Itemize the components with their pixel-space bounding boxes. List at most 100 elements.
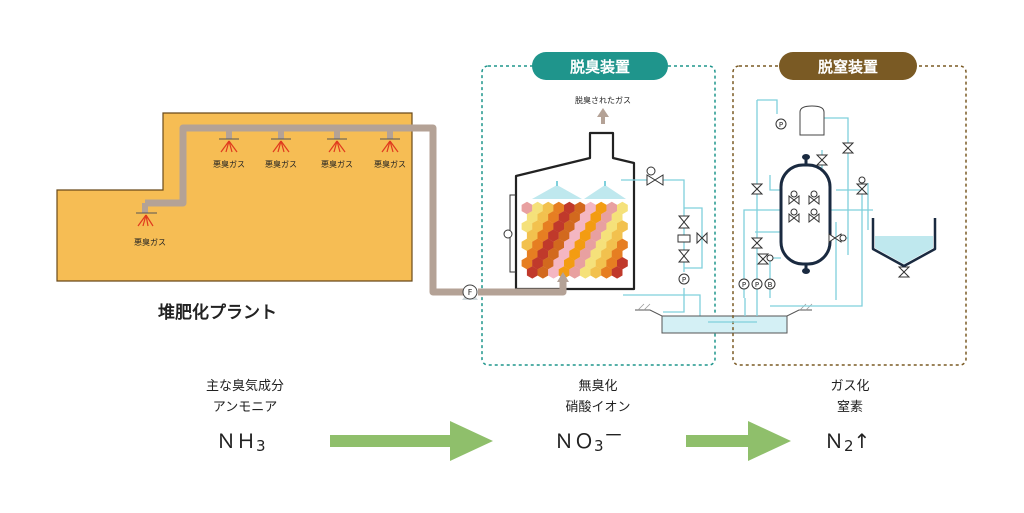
packing-cell [585,257,596,270]
packing-cell [542,257,554,270]
packing-cell [521,257,533,270]
packing-cell [611,247,623,261]
flow-arrow [686,421,791,461]
packing-cell [611,229,623,242]
gas-collection-duct [145,124,465,296]
packing-cell [532,220,543,233]
packing-cell [526,211,538,224]
packing-cell [585,238,596,251]
inlet-duct [478,280,567,296]
packing-cell [532,238,543,251]
packing-cell [590,211,602,224]
gas-label: 悪臭ガス [374,159,406,169]
packing-cell [606,238,618,251]
gas-label: 悪臭ガス [213,159,245,169]
stage-caption-line2: 窒素 [837,399,863,415]
pump: P [751,278,763,290]
packing-cell [601,266,612,279]
packing-cell [590,229,602,242]
packing-cell [548,229,559,242]
stage-caption-line2: 硝酸イオン [565,400,630,415]
composting-plant: 悪臭ガス 悪臭ガス 悪臭ガス 悪臭ガス 悪臭ガス 堆肥化プラント [56,112,465,323]
chemical-tank [799,105,825,136]
deodorization-title: 脱臭装置 [570,58,630,76]
suction-hood [271,129,291,153]
packing-cell [564,220,575,233]
packing-cell [579,211,591,224]
denitrification-title-badge [779,52,917,80]
svg-text:P: P [779,121,783,129]
stage-formula: ＮＯ3－ [554,423,624,455]
stage-caption-line1: ガス化 [830,379,869,394]
plant-title: 堆肥化プラント [158,302,277,323]
packing-cell [537,229,549,242]
flow-arrow [330,421,493,461]
packing-cell [558,211,570,224]
packing-cell [569,247,581,261]
spray-nozzle [532,185,582,199]
packing-cell [558,229,570,242]
packing-cell [617,201,628,215]
deodorization-unit: 脱臭装置 脱臭されたガス F [462,52,716,366]
packing-cell [542,220,554,233]
packing-cell [532,201,543,215]
packing-cell [579,229,591,242]
packing-cell [569,211,581,224]
packing-cell [579,247,591,261]
gas-label: 悪臭ガス [265,159,297,169]
packing-cell [526,247,538,261]
packing-cell [617,238,628,251]
denitrification-reactor [779,163,832,266]
packing-cell [537,266,549,279]
suction-hood [219,129,239,153]
stage-formula: ＮＨ3 [216,429,266,455]
svg-text:P: P [682,276,686,284]
fan: F [462,284,478,300]
packing-cell [579,266,591,279]
stage-caption-line1: 無臭化 [578,379,617,394]
packing-cell [585,201,596,215]
packing-media [521,201,628,279]
packing-cell [574,257,586,270]
exhaust-label: 脱臭されたガス [575,95,631,105]
packing-cell [595,238,607,251]
packing-cell [590,266,602,279]
gas-label: 悪臭ガス [134,237,166,247]
pump: P [738,278,750,290]
packing-cell [611,266,623,279]
packing-cell [574,201,586,215]
svg-text:F: F [468,288,473,297]
packing-cell [564,201,575,215]
denitrification-unit: 脱窒装置 P [708,52,967,366]
packing-cell [521,201,533,215]
packing-cell [595,220,607,233]
packing-cell [585,220,596,233]
packing-cell [537,247,549,261]
packing-cell [617,257,628,270]
packing-cell [564,238,575,251]
valve [750,142,911,278]
suction-hood [136,203,157,227]
water-tank [635,303,813,334]
packing-cell [595,257,607,270]
packing-cell [553,201,565,215]
gas-label: 悪臭ガス [321,159,353,169]
packing-cell [590,247,602,261]
packing-cell [595,201,607,215]
packing-cell [553,220,565,233]
blower: B [764,278,776,290]
packing-cell [617,220,628,233]
packing-cell [574,220,586,233]
svg-text:P: P [742,281,746,289]
packing-cell [601,211,612,224]
plant-building [56,112,413,282]
packing-cell [548,211,559,224]
packing-cell [526,229,538,242]
packing-cell [526,266,538,279]
packing-cell [606,201,618,215]
packing-cell [606,257,618,270]
suction-hood [327,129,347,153]
deodorization-title-badge [532,52,668,80]
svg-text:B: B [768,281,773,289]
